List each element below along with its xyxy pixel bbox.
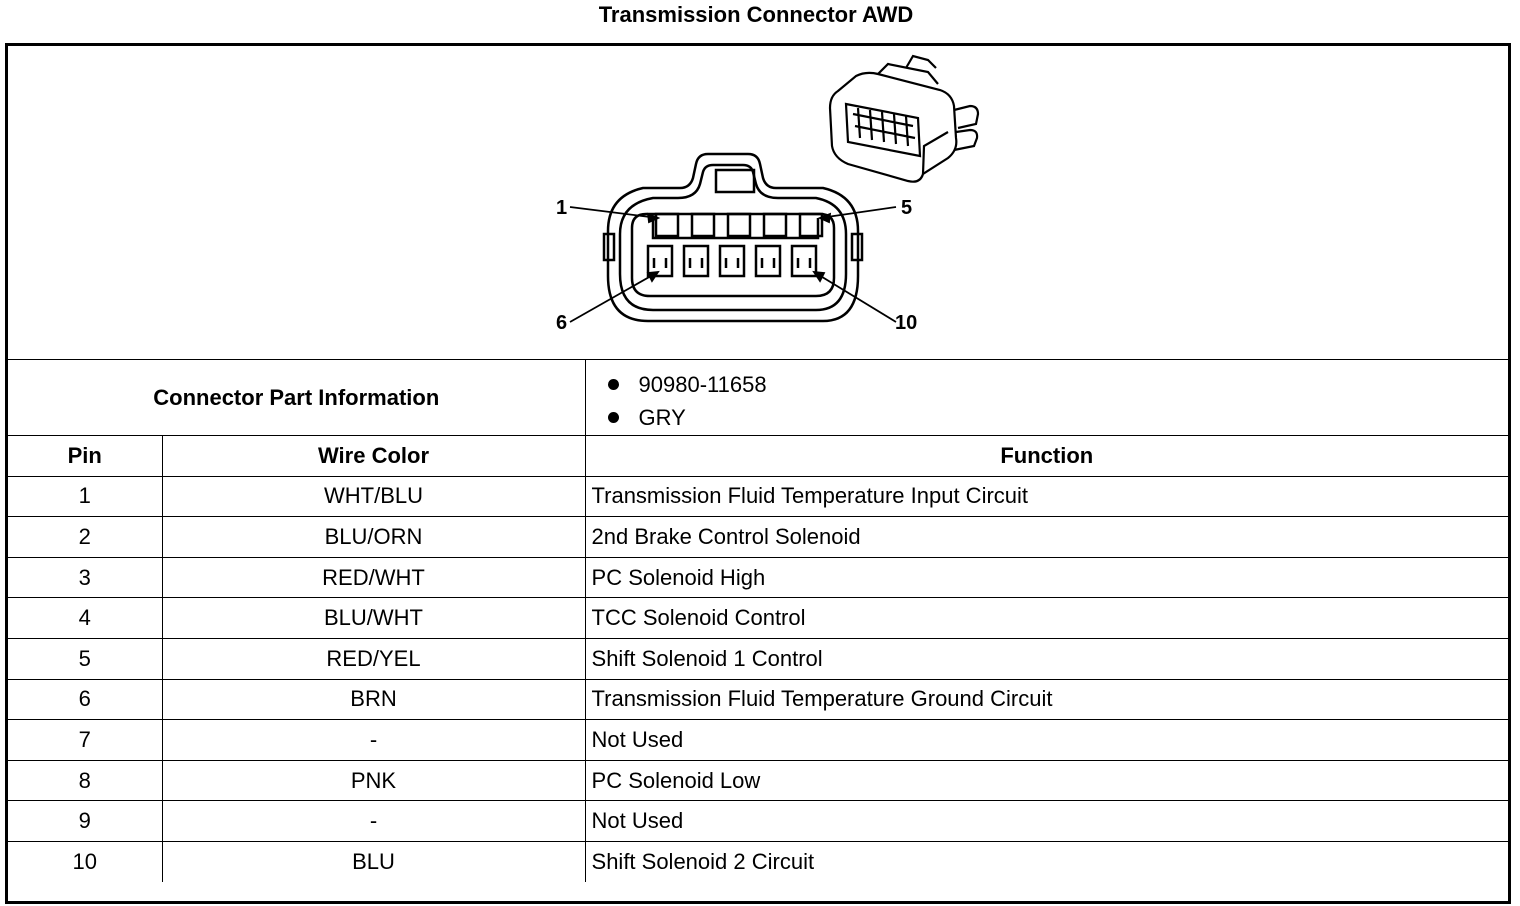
- header-wire-color: Wire Color: [161, 435, 586, 477]
- connector-shell-outer: [606, 152, 860, 323]
- upper-terminal-row: [651, 218, 820, 240]
- function-cell: Not Used: [584, 800, 1509, 842]
- pinout-table: Connector Part Information 90980-11658 G…: [8, 359, 1509, 883]
- terminal-10: [790, 244, 818, 278]
- connector-3d-view: [828, 54, 980, 183]
- connector-diagram: 1 5 6 10: [8, 46, 1508, 359]
- connector-side-tab-left: [602, 232, 616, 262]
- terminal-4: [762, 212, 788, 238]
- wire-color-cell: BLU/WHT: [161, 597, 586, 639]
- pin-cell: 1: [8, 475, 163, 518]
- wire-color-cell: -: [161, 800, 586, 842]
- part-info-row: Connector Part Information 90980-11658 G…: [8, 359, 1509, 436]
- pin-cell: 6: [8, 678, 163, 721]
- callout-pin-6: 6: [556, 312, 567, 334]
- function-cell: Shift Solenoid 1 Control: [584, 637, 1509, 680]
- terminal-9: [754, 244, 782, 278]
- terminal-8: [718, 244, 746, 278]
- wire-color-cell: RED/YEL: [161, 637, 586, 680]
- function-cell: Shift Solenoid 2 Circuit: [584, 840, 1509, 883]
- function-cell: TCC Solenoid Control: [584, 597, 1509, 639]
- bullet-icon: [607, 379, 619, 390]
- pin-cell: 7: [8, 719, 163, 761]
- connector-latch: [714, 168, 756, 194]
- bullet-icon: [607, 412, 619, 423]
- part-info-list: 90980-11658 GRY: [584, 359, 1509, 436]
- pin-cell: 10: [8, 840, 163, 883]
- wire-color-cell: PNK: [161, 759, 586, 802]
- terminal-3: [726, 212, 752, 238]
- connector-color-item: GRY: [607, 401, 1509, 434]
- terminal-2: [690, 212, 716, 238]
- terminal-1: [654, 212, 680, 238]
- wire-color-cell: RED/WHT: [161, 556, 586, 599]
- wire-color-cell: -: [161, 719, 586, 761]
- pin-cell: 3: [8, 556, 163, 599]
- connector-cavity-outline: [630, 212, 836, 298]
- wire-color-cell: BLU: [161, 840, 586, 883]
- table-header-row: Pin Wire Color Function: [8, 435, 1509, 477]
- page-title: Transmission Connector AWD: [598, 2, 914, 27]
- part-number-item: 90980-11658: [607, 368, 1509, 401]
- function-cell: PC Solenoid High: [584, 556, 1509, 599]
- function-cell: 2nd Brake Control Solenoid: [584, 516, 1509, 558]
- pin-cell: 2: [8, 516, 163, 558]
- part-info-label: Connector Part Information: [8, 359, 586, 436]
- connector-shell-inner: [618, 163, 848, 312]
- wire-color-cell: BLU/ORN: [161, 516, 586, 558]
- function-cell: Transmission Fluid Temperature Ground Ci…: [584, 678, 1509, 721]
- pin-cell: 4: [8, 597, 163, 639]
- connector-side-tab-right: [850, 232, 864, 262]
- function-cell: PC Solenoid Low: [584, 759, 1509, 802]
- header-function: Function: [584, 435, 1509, 477]
- terminal-7: [682, 244, 710, 278]
- pin-cell: 5: [8, 637, 163, 680]
- callout-pin-1: 1: [556, 197, 567, 219]
- part-number: 90980-11658: [638, 372, 767, 397]
- header-pin: Pin: [8, 435, 163, 477]
- pin-cell: 9: [8, 800, 163, 842]
- connector-face-drawing: 1 5 6 10: [556, 54, 980, 334]
- callout-pin-10: 10: [895, 312, 917, 334]
- wire-color-cell: BRN: [161, 678, 586, 721]
- terminal-5: [798, 212, 824, 238]
- function-cell: Transmission Fluid Temperature Input Cir…: [584, 475, 1509, 518]
- callout-pin-5: 5: [901, 197, 912, 219]
- function-cell: Not Used: [584, 719, 1509, 761]
- terminal-6: [646, 244, 674, 278]
- wire-color-cell: WHT/BLU: [161, 475, 586, 518]
- connector-frame: 1 5 6 10 Connector Part Information 9098…: [5, 43, 1511, 904]
- table-row: 9-Not Used: [8, 800, 1509, 842]
- connector-color: GRY: [638, 405, 686, 430]
- table-row: 7-Not Used: [8, 719, 1509, 761]
- pin-cell: 8: [8, 759, 163, 802]
